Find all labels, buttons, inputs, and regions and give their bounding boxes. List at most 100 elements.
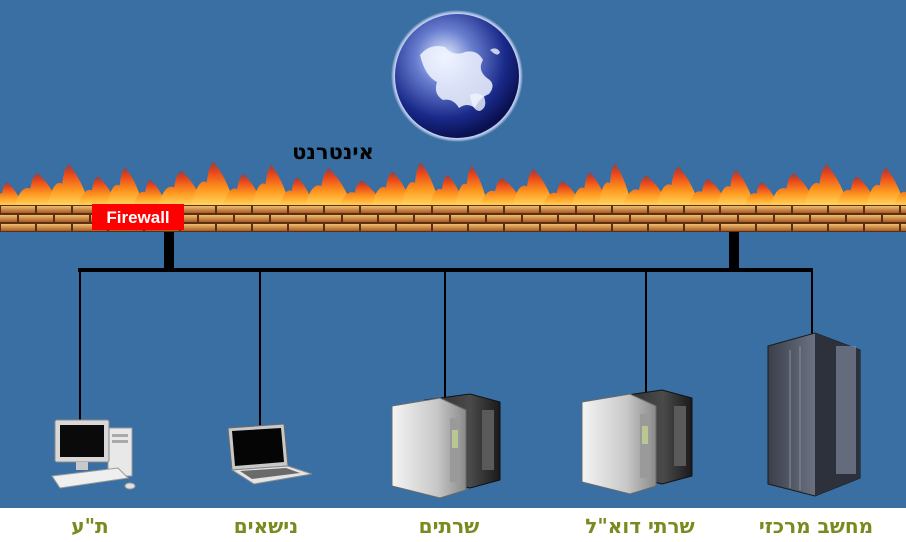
brick	[649, 206, 683, 213]
brick	[487, 215, 521, 222]
firewall-label: Firewall	[106, 208, 169, 227]
brick	[217, 206, 251, 213]
internet-label: אינטרנט	[292, 140, 374, 164]
flame	[304, 168, 354, 208]
brick	[901, 206, 906, 213]
brick	[37, 206, 71, 213]
brick	[847, 215, 881, 222]
flame	[132, 179, 168, 208]
flame	[400, 162, 441, 208]
brick	[595, 215, 629, 222]
globe-icon	[391, 10, 523, 142]
label-workstations: ת"ע	[71, 514, 108, 538]
brick	[325, 206, 359, 213]
brick	[505, 224, 539, 231]
brick	[289, 206, 323, 213]
brick	[55, 215, 89, 222]
label-laptops: נישאים	[234, 514, 299, 538]
brick	[397, 206, 431, 213]
brick	[685, 224, 719, 231]
brick	[613, 206, 647, 213]
brick	[469, 224, 503, 231]
brick	[649, 224, 683, 231]
brick	[757, 224, 791, 231]
flame	[106, 167, 145, 208]
brick	[361, 224, 395, 231]
laptop-icon	[227, 423, 313, 485]
flame	[251, 165, 291, 208]
brick	[757, 206, 791, 213]
brick	[631, 215, 665, 222]
brick	[181, 206, 215, 213]
brick	[73, 224, 107, 231]
flame	[190, 162, 236, 208]
brick	[433, 224, 467, 231]
brick	[613, 224, 647, 231]
brick	[0, 215, 17, 222]
desktop-computer-icon	[51, 419, 136, 490]
brick	[577, 206, 611, 213]
network-lines	[78, 232, 813, 430]
brick	[829, 206, 863, 213]
brick	[253, 224, 287, 231]
firewall-badge: Firewall	[92, 204, 184, 230]
mail-server-icon	[581, 389, 693, 495]
flame	[597, 163, 633, 208]
brick	[343, 215, 377, 222]
label-servers: שרתים	[419, 514, 480, 538]
brick	[73, 206, 107, 213]
brick	[397, 224, 431, 231]
brick	[793, 224, 827, 231]
brick	[577, 224, 611, 231]
brick	[901, 224, 906, 231]
brick	[325, 224, 359, 231]
label-strip	[0, 508, 906, 542]
node-labels: מחשב מרכזי שרתי דוא"ל שרתים נישאים ת"ע	[71, 514, 873, 538]
brick	[181, 224, 215, 231]
flame	[279, 177, 316, 208]
brick	[793, 206, 827, 213]
flame	[46, 164, 91, 208]
flame	[865, 167, 906, 208]
brick	[667, 215, 701, 222]
brick	[1, 224, 35, 231]
brick	[721, 224, 755, 231]
firewall-flames	[0, 162, 906, 208]
brick	[235, 215, 269, 222]
flame	[454, 166, 489, 208]
brick	[541, 206, 575, 213]
brick	[379, 215, 413, 222]
flame	[743, 182, 780, 208]
brick	[451, 215, 485, 222]
brick	[775, 215, 809, 222]
brick	[1, 206, 35, 213]
brick	[721, 206, 755, 213]
brick	[307, 215, 341, 222]
label-mail-servers: שרתי דוא"ל	[585, 514, 694, 538]
brick	[865, 206, 899, 213]
label-mainframe: מחשב מרכזי	[759, 514, 873, 538]
flame	[655, 166, 701, 208]
brick	[559, 215, 593, 222]
brick	[361, 206, 395, 213]
mainframe-server-icon	[767, 332, 861, 497]
brick	[703, 215, 737, 222]
flame	[716, 170, 756, 208]
brick	[415, 215, 449, 222]
flame	[893, 191, 906, 208]
brick	[253, 206, 287, 213]
brick	[541, 224, 575, 231]
brick	[37, 224, 71, 231]
brick	[271, 215, 305, 222]
brick	[505, 206, 539, 213]
brick	[433, 206, 467, 213]
brick	[199, 215, 233, 222]
brick	[19, 215, 53, 222]
flame	[803, 164, 850, 208]
brick	[289, 224, 323, 231]
flame	[511, 169, 556, 208]
brick	[523, 215, 557, 222]
brick	[829, 224, 863, 231]
brick	[811, 215, 845, 222]
